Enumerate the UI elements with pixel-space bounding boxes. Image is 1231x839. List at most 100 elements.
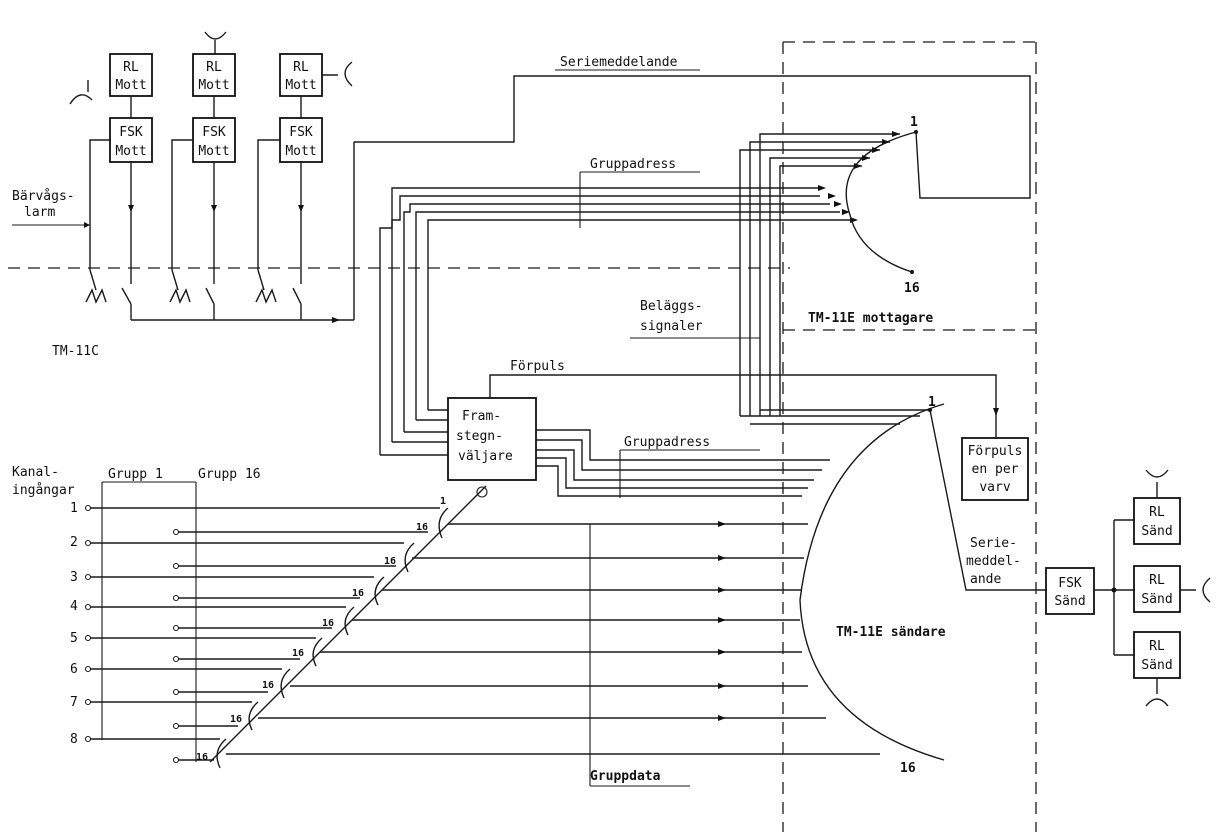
small-selector-label: 16 <box>196 752 208 763</box>
fsk-receiver-box <box>109 117 153 163</box>
channel-number: 6 <box>70 662 78 677</box>
rl-send-box <box>1133 497 1181 545</box>
fsk-send-label: FSK <box>1058 576 1082 591</box>
fsk-receiver-box <box>279 117 323 163</box>
rl-send-label: Sänd <box>1141 592 1172 607</box>
small-selector-label: 16 <box>352 588 364 599</box>
channel-number: 4 <box>70 599 78 614</box>
rl-receiver-box <box>279 53 323 97</box>
small-selector-label: 16 <box>292 648 304 659</box>
rl-send-box <box>1133 565 1181 613</box>
relay-coil-icon <box>255 288 277 304</box>
sender-selector-start: 1 <box>928 395 936 410</box>
small-selector-label: 16 <box>230 714 242 725</box>
carrier-alarm-label: Bärvågs- <box>12 189 75 204</box>
stepper-label: väljare <box>458 449 513 464</box>
relay-contact-icon <box>205 287 215 305</box>
small-selector-label: 16 <box>262 680 274 691</box>
channel-number: 2 <box>70 535 78 550</box>
fsk-receiver-box <box>192 117 236 163</box>
rl-send-label: RL <box>1149 639 1165 654</box>
antenna-icon <box>1180 577 1211 603</box>
fsk-receiver-label: FSK <box>289 125 313 140</box>
antenna-icon <box>1145 678 1169 707</box>
fsk-send-label: Sänd <box>1054 594 1085 609</box>
small-selector-label: 16 <box>384 556 396 567</box>
group-data-label: Gruppdata <box>590 769 661 784</box>
rl-receiver-label: Mott <box>115 78 146 93</box>
prepulse-path: Förpuls Förpuls en per varv <box>489 359 1029 501</box>
channel-number: 7 <box>70 695 78 710</box>
prepulse-box-label: Förpuls <box>968 444 1023 459</box>
channel-inputs-label: ingångar <box>12 483 75 498</box>
receiver-selector-start: 1 <box>910 115 918 130</box>
rl-receiver-label: RL <box>206 60 222 75</box>
group-16-label: Grupp 16 <box>198 467 261 482</box>
small-selector-label: 16 <box>416 522 428 533</box>
relay-coil-icon <box>85 288 107 304</box>
channel-selectors <box>216 507 449 769</box>
rl-receiver-label: Mott <box>285 78 316 93</box>
relay-contact-icon <box>121 287 132 305</box>
fsk-receiver-label: FSK <box>119 125 143 140</box>
fsk-receiver-label: Mott <box>198 144 229 159</box>
small-selector-label: 1 <box>440 496 446 507</box>
channel-inputs-label: Kanal- <box>12 465 59 480</box>
tm11e-receiver-label: TM-11E mottagare <box>808 311 933 326</box>
channel-number: 3 <box>70 570 78 585</box>
antenna-icon <box>69 80 93 105</box>
stepper-label: stegn- <box>456 429 503 444</box>
group-address-bus-top: Gruppadress <box>379 157 858 455</box>
sender-selector-end: 16 <box>900 761 916 776</box>
antenna-icon <box>322 61 353 87</box>
rl-receiver-label: RL <box>293 60 309 75</box>
rl-receiver-label: Mott <box>198 78 229 93</box>
small-selector-label: 16 <box>322 618 334 629</box>
rl-send-label: RL <box>1149 573 1165 588</box>
fsk-sender: FSK Sänd <box>1045 519 1134 656</box>
carrier-alarm-label: larm <box>24 205 55 220</box>
channel-number: 1 <box>70 501 78 516</box>
serial-message-label: Seriemeddelande <box>560 55 678 70</box>
rl-send-label: Sänd <box>1141 524 1172 539</box>
relay-coil-icon <box>169 288 191 304</box>
receiver-selector-end: 16 <box>904 281 920 296</box>
rl-senders: RL Sänd RL Sänd RL Sänd <box>1133 469 1211 707</box>
dashed-boundaries <box>8 41 1038 832</box>
channel-number: 8 <box>70 732 78 747</box>
tm11e-sender-label: TM-11E sändare <box>836 625 946 640</box>
antenna-icon <box>1145 469 1169 498</box>
channel-inputs: Kanal- ingångar Grupp 1 Grupp 16 1 2 3 4… <box>12 465 880 787</box>
antenna-icon <box>204 31 227 54</box>
rl-receiver-box <box>109 53 153 97</box>
receiver-selector: 1 16 Beläggs- signaler TM-11E mottagare <box>630 115 933 416</box>
sender-selector: 1 16 TM-11E sändare Serie- meddel- ande <box>799 395 1046 776</box>
fsk-receiver-label: FSK <box>202 125 226 140</box>
serial-msg2-label: ande <box>970 572 1001 587</box>
serial-msg2-label: Serie- <box>970 536 1017 551</box>
rl-receiver-box <box>192 53 236 97</box>
occupancy-label: Beläggs- <box>640 299 703 314</box>
group-address-label: Gruppadress <box>590 157 676 172</box>
fsk-receiver-label: Mott <box>285 144 316 159</box>
prepulse-label: Förpuls <box>510 359 565 374</box>
rl-receiver-label: RL <box>123 60 139 75</box>
fsk-receiver-label: Mott <box>115 144 146 159</box>
rl-send-label: RL <box>1149 505 1165 520</box>
stepper-label: Fram- <box>462 409 501 424</box>
group-address-mid-label: Gruppadress <box>624 435 710 450</box>
prepulse-box <box>961 437 1029 501</box>
receiver-selector-arc <box>845 131 917 273</box>
serial-message-path: Seriemeddelande <box>354 55 1031 199</box>
tm11c-receivers: RL Mott RL Mott RL Mott FSK Mott FSK Mot… <box>12 31 355 359</box>
prepulse-box-label: varv <box>979 480 1010 495</box>
tm11c-label: TM-11C <box>52 344 99 359</box>
channel-number: 5 <box>70 631 78 646</box>
relay-contact-icon <box>292 287 302 305</box>
occupancy-label: signaler <box>640 319 703 334</box>
stepper-box <box>447 397 537 481</box>
stepper-selector: Fram- stegn- väljare Gruppadress <box>209 397 930 763</box>
stepper-shaft <box>209 485 487 763</box>
fsk-send-box <box>1045 567 1095 615</box>
